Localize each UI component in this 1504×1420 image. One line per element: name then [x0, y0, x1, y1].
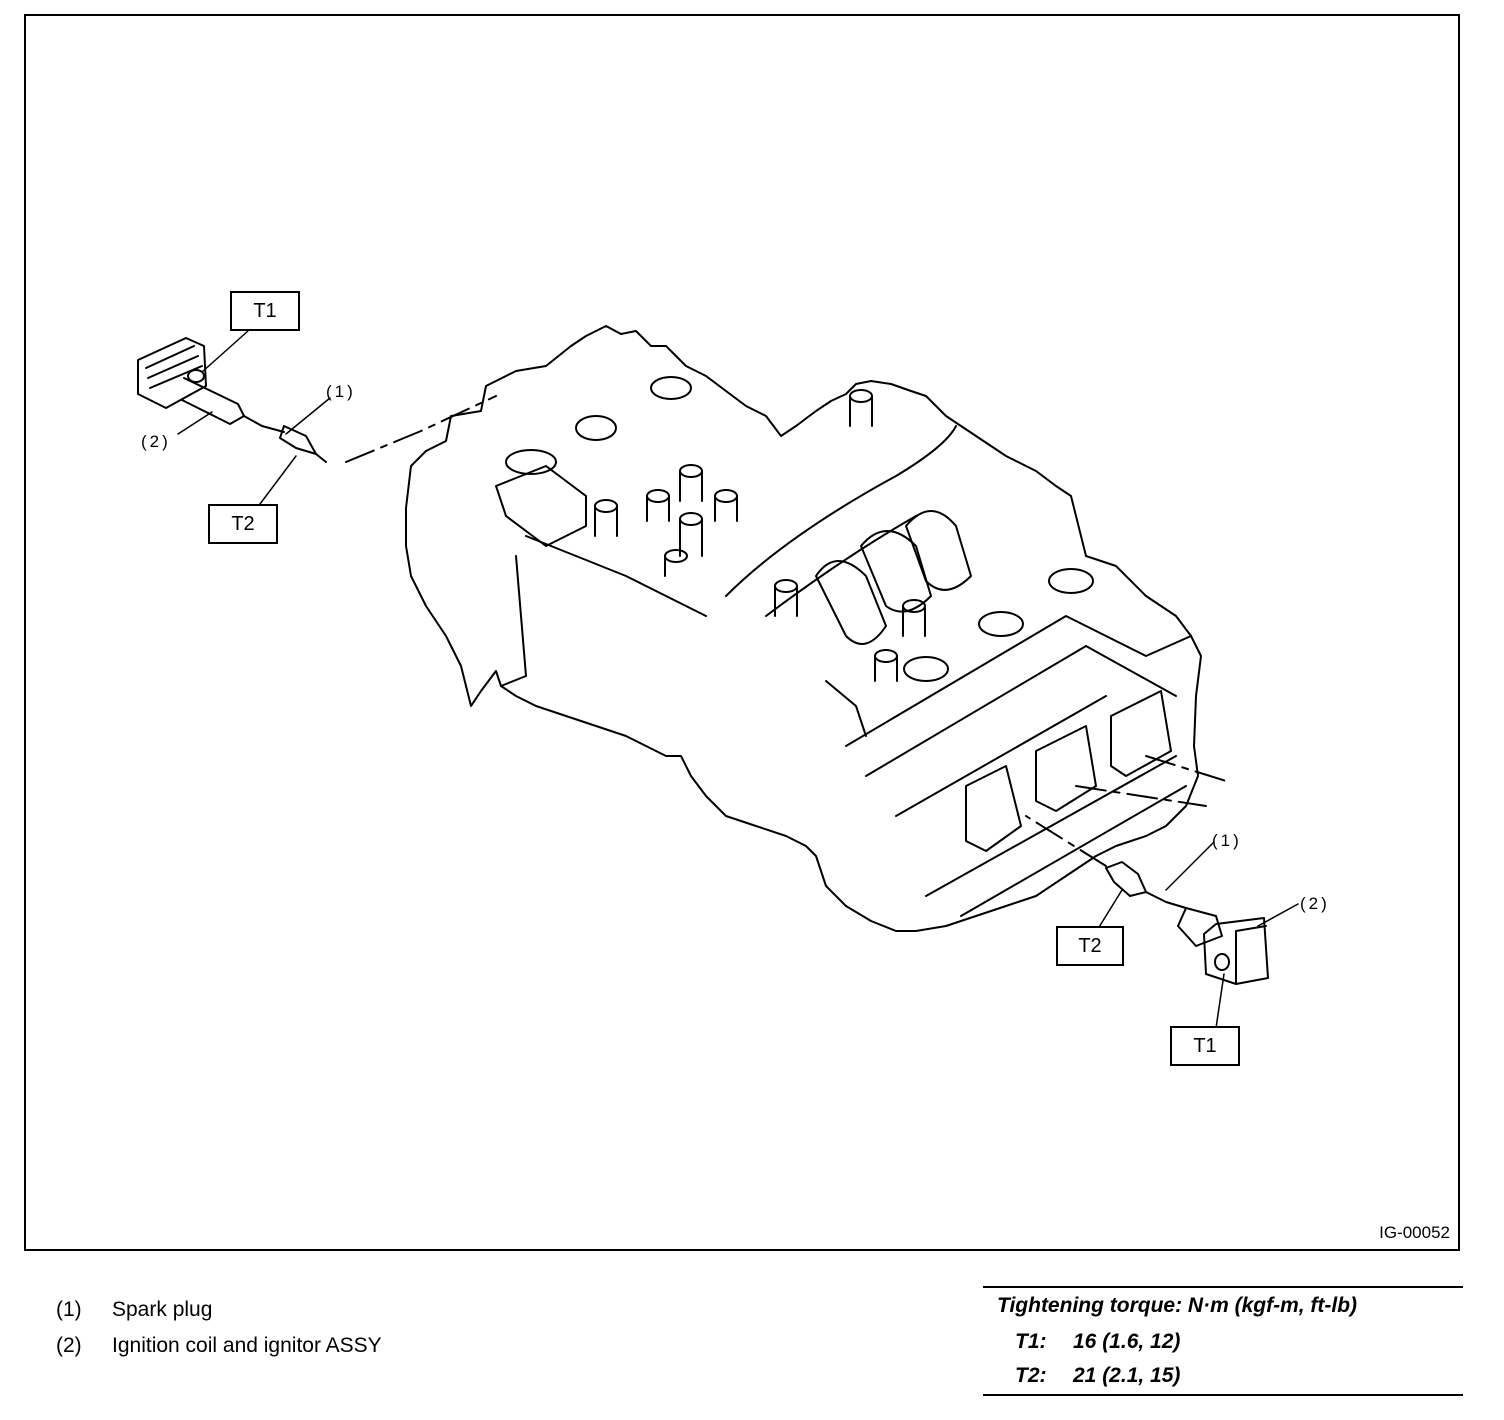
- legend-item: (2) Ignition coil and ignitor ASSY: [56, 1328, 382, 1364]
- torque-row: T2: 21 (2.1, 15): [1015, 1364, 1180, 1388]
- spark-plug-right: [1105, 861, 1187, 909]
- figure-id: IG-00052: [1379, 1223, 1450, 1242]
- callout-t2-lower: T2: [1056, 926, 1124, 966]
- spark-plug-left: [243, 415, 327, 463]
- ignition-coil-left: [137, 337, 245, 425]
- parts-legend: (1) Spark plug (2) Ignition coil and ign…: [56, 1292, 382, 1364]
- engine-illustration: [137, 325, 1299, 1029]
- callout-1-lower: (1): [1212, 831, 1242, 850]
- legend-label: Ignition coil and ignitor ASSY: [112, 1334, 382, 1357]
- leader-lines: [177, 330, 1299, 1029]
- callout-1-upper: (1): [326, 382, 356, 401]
- torque-title: Tightening torque: N·m (kgf-m, ft-lb): [997, 1294, 1358, 1317]
- callout-t2-upper: T2: [208, 504, 278, 544]
- callout-t1-upper: T1: [230, 291, 300, 331]
- torque-key: T1:: [1015, 1330, 1047, 1353]
- torque-key: T2:: [1015, 1364, 1047, 1387]
- legend-label: Spark plug: [112, 1298, 213, 1321]
- torque-table: Tightening torque: N·m (kgf-m, ft-lb) T1…: [983, 1286, 1463, 1396]
- diagram-frame: T1 (1) (2) T2 (1) (2) T2 T1 IG-00052: [24, 14, 1460, 1251]
- callout-2-upper: (2): [141, 432, 171, 451]
- torque-value: 21 (2.1, 15): [1073, 1364, 1181, 1387]
- torque-row: T1: 16 (1.6, 12): [1015, 1330, 1180, 1354]
- torque-value: 16 (1.6, 12): [1073, 1330, 1181, 1353]
- callout-t1-lower: T1: [1170, 1026, 1240, 1066]
- ignition-coil-right: [1177, 907, 1269, 985]
- legend-item: (1) Spark plug: [56, 1292, 382, 1328]
- engine-block: [345, 325, 1227, 932]
- cylinder-head-right: [825, 568, 1192, 917]
- legend-number: (1): [56, 1298, 82, 1321]
- callout-2-lower: (2): [1300, 894, 1330, 913]
- plug-centerlines: [345, 395, 1227, 867]
- legend-number: (2): [56, 1334, 82, 1357]
- valve-posts: [594, 389, 926, 682]
- intake-runners: [725, 425, 972, 645]
